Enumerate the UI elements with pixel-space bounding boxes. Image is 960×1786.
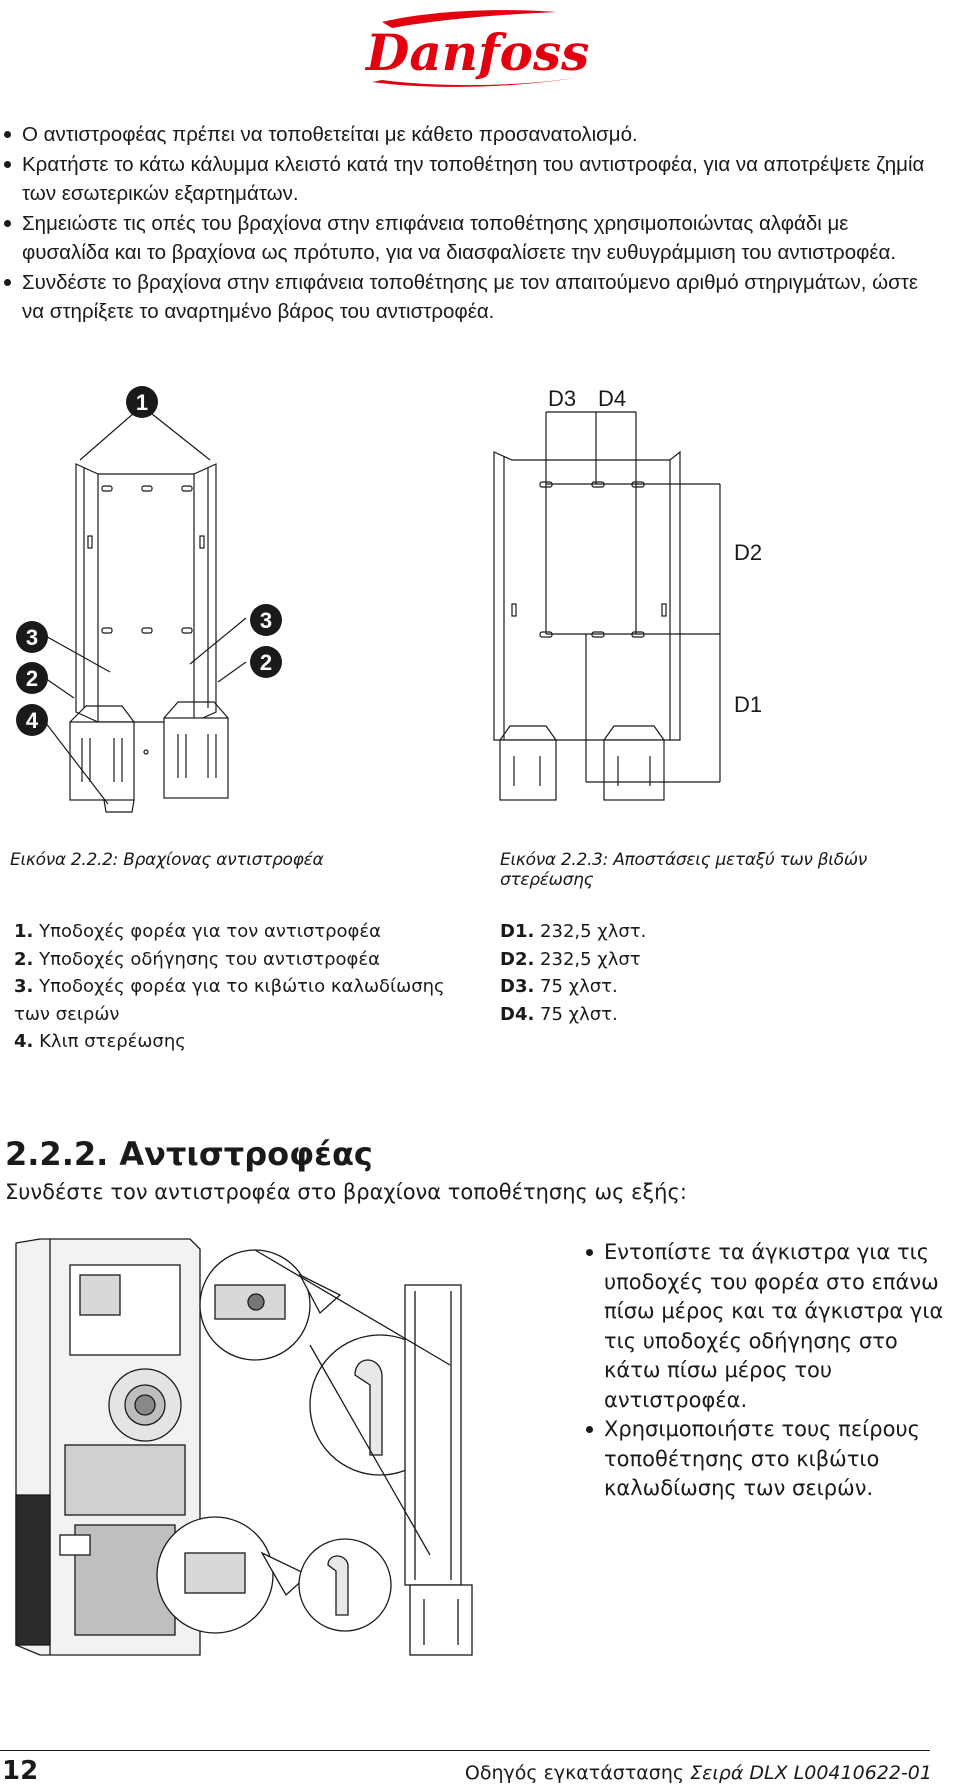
page-number: 12: [2, 1756, 39, 1786]
bullet-item: Κρατήστε το κάτω κάλυμμα κλειστό κατά τη…: [0, 150, 940, 209]
inverter-bullet-list: Εντοπίστε τα άγκιστρα για τις υποδοχές τ…: [582, 1238, 957, 1504]
section-heading: 2.2.2. Αντιστροφέας: [5, 1135, 373, 1173]
bracket-figure: 1 3 3 2 2 4: [16, 386, 282, 813]
bracket-legend: 1. Υποδοχές φορέα για τον αντιστροφέα 2.…: [14, 918, 445, 1056]
callout-badge-1: 1: [126, 386, 158, 418]
svg-text:3: 3: [26, 625, 38, 650]
callout-badge-2-left: 2: [16, 662, 48, 694]
distances-figure: D3 D4 D2 D1: [493, 386, 762, 801]
callout-badge-4: 4: [16, 704, 48, 736]
bullet-item: Συνδέστε το βραχίονα στην επιφάνεια τοπο…: [0, 268, 940, 327]
legend-item: D3. 75 χλστ.: [500, 976, 618, 997]
callout-badge-2-right: 2: [250, 646, 282, 678]
figure-caption-distances: Εικόνα 2.2.3: Αποστάσεις μεταξύ των βιδώ…: [500, 850, 867, 890]
legend-item: 4. Κλιπ στερέωσης: [14, 1031, 186, 1052]
inverter-mounting-illustration: [15, 1238, 473, 1656]
distances-legend: D1. 232,5 χλστ. D2. 232,5 χλστ D3. 75 χλ…: [500, 918, 646, 1028]
footer-divider: [0, 1750, 930, 1751]
legend-item: D2. 232,5 χλστ: [500, 948, 641, 970]
legend-item: 1. Υποδοχές φορέα για τον αντιστροφέα: [14, 921, 381, 942]
bullet-item: Ο αντιστροφέας πρέπει να τοποθετείται με…: [0, 120, 940, 150]
svg-text:2: 2: [260, 650, 272, 675]
installation-bullet-list: Ο αντιστροφέας πρέπει να τοποθετείται με…: [0, 120, 940, 327]
dimension-label-d2: D2: [734, 540, 762, 565]
danfoss-logo: Danfoss: [364, 10, 588, 87]
dimension-label-d1: D1: [734, 692, 762, 717]
bullet-item: Χρησιμοποιήστε τους πείρους τοποθέτησης …: [582, 1415, 957, 1504]
svg-text:4: 4: [26, 708, 39, 733]
bracket-drawing: [41, 405, 247, 813]
distances-drawing: [493, 411, 721, 801]
dimension-label-d3: D3: [548, 386, 576, 411]
footer-title: Οδηγός εγκατάστασης Σειρά DLX L00410622-…: [464, 1762, 932, 1784]
section-intro: Συνδέστε τον αντιστροφέα στο βραχίονα το…: [5, 1180, 687, 1204]
svg-text:1: 1: [136, 390, 148, 415]
svg-text:Danfoss: Danfoss: [364, 23, 588, 82]
legend-item: D1. 232,5 χλστ.: [500, 921, 647, 942]
svg-text:3: 3: [260, 608, 272, 633]
legend-item: 3. Υποδοχές φορέα για το κιβώτιο καλωδίω…: [14, 976, 445, 997]
legend-item: των σειρών: [14, 1003, 120, 1025]
svg-text:2: 2: [26, 666, 38, 691]
legend-item: D4. 75 χλστ.: [500, 1003, 618, 1025]
callout-badge-3-right: 3: [250, 604, 282, 636]
dimension-label-d4: D4: [598, 386, 626, 411]
bullet-item: Εντοπίστε τα άγκιστρα για τις υποδοχές τ…: [582, 1238, 957, 1415]
legend-item: 2. Υποδοχές οδήγησης του αντιστροφέα: [14, 948, 380, 970]
bullet-item: Σημειώστε τις οπές του βραχίονα στην επι…: [0, 209, 940, 268]
figure-caption-bracket: Εικόνα 2.2.2: Βραχίονας αντιστροφέα: [10, 850, 324, 870]
callout-badge-3-left: 3: [16, 621, 48, 653]
